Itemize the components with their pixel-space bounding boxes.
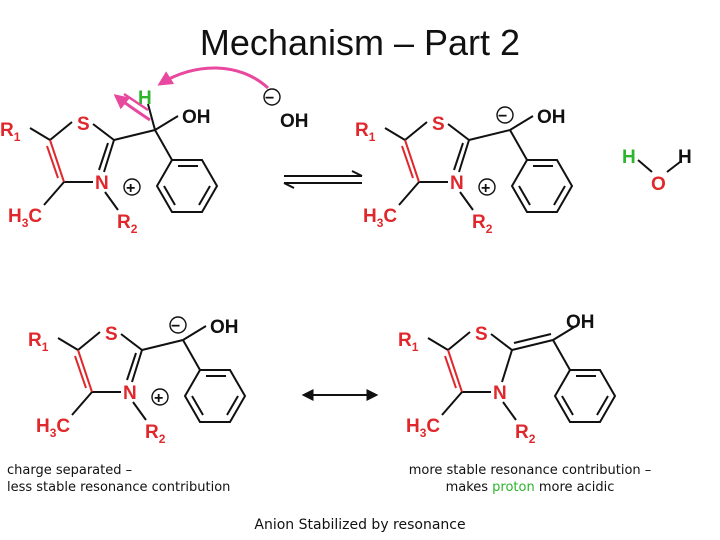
svg-text:N: N — [493, 383, 507, 404]
water-oxygen: O — [651, 174, 666, 195]
svg-text:H3C: H3C — [406, 416, 440, 440]
resonance-form-charge-separated: − — [27, 316, 246, 447]
water-molecule: H H O — [622, 147, 692, 195]
caption-bottom: Anion Stabilized by resonance — [254, 517, 466, 533]
resonance-form-neutral: R1 S N H3C R2 OH — [398, 312, 617, 446]
svg-text:−: − — [171, 318, 180, 335]
water-hydrogen-green: H — [622, 147, 636, 168]
acidic-hydrogen: H — [138, 88, 152, 109]
svg-text:OH: OH — [566, 312, 595, 333]
svg-text:−: − — [498, 108, 507, 125]
hydroxide-label: OH — [280, 111, 309, 132]
negative-charge: − — [265, 90, 274, 107]
carbanion-molecule: − — [354, 106, 573, 237]
water-hydrogen: H — [678, 147, 692, 168]
svg-text:R2: R2 — [515, 422, 536, 446]
curved-arrow-icon — [157, 66, 270, 90]
bond-break-arrow-icon — [113, 94, 151, 122]
svg-text:R1: R1 — [398, 330, 419, 354]
mechanism-diagram: R1 S N H3C R2 + OH — [0, 66, 692, 447]
hydroxide-ion: − OH — [263, 88, 309, 132]
caption-left: charge separated – less stable resonance… — [7, 463, 231, 495]
caption-right: more stable resonance contribution – mak… — [408, 463, 652, 495]
proton-highlight: proton — [492, 480, 535, 495]
reactant-molecule: H — [0, 88, 218, 237]
page-title: Mechanism – Part 2 — [199, 22, 521, 63]
equilibrium-arrow-icon — [283, 170, 363, 189]
svg-text:S: S — [475, 324, 488, 345]
